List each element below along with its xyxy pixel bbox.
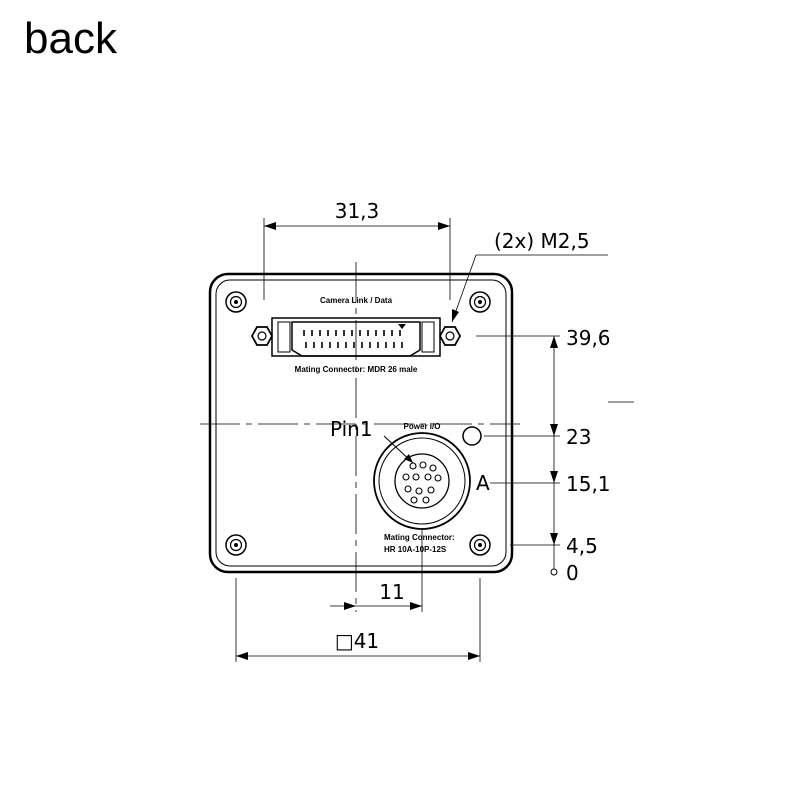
vertical-dimension-chain: [476, 335, 560, 576]
camera-link-label: Camera Link / Data: [320, 296, 393, 305]
dim-15-1-label: 15,1: [566, 472, 611, 496]
dim-4-5-label: 4,5: [566, 534, 598, 558]
corner-screw-bottom-left: [225, 534, 247, 556]
corner-screw-top-left: [225, 291, 247, 313]
camera-body-outer: [208, 272, 514, 574]
dim-11: [330, 530, 423, 612]
dim-0-label: 0: [566, 561, 579, 585]
pin1-label: Pin1: [330, 417, 373, 441]
mating-connector-hr-label-1: Mating Connector:: [384, 533, 455, 542]
camera-link-connector: [271, 317, 441, 357]
jack-screw-right: [438, 326, 462, 346]
corner-screw-bottom-right: [469, 534, 491, 556]
dim-square-41: [235, 578, 481, 662]
page-title: back: [24, 14, 117, 63]
dim-11-label: 11: [379, 580, 404, 604]
dim-39-6-label: 39,6: [566, 326, 611, 350]
jack-screw-left: [250, 326, 274, 346]
mating-connector-hr-label-2: HR 10A-10P-12S: [384, 545, 447, 554]
dim-31-3: [263, 218, 451, 300]
camera-body-inner: [215, 279, 507, 567]
status-led: [462, 426, 482, 446]
pin-a-label: A: [476, 471, 490, 495]
thread-callout-leader: [451, 254, 608, 323]
dim-31-3-label: 31,3: [335, 199, 380, 223]
mating-connector-mdr-label: Mating Connector: MDR 26 male: [295, 365, 418, 374]
power-io-connector: [373, 432, 471, 530]
thread-callout-label: (2x) M2,5: [494, 229, 590, 253]
power-io-label: Power I/O: [404, 422, 441, 431]
pin1-arrowhead: [404, 454, 413, 463]
dim-23-label: 23: [566, 425, 591, 449]
dim-square-41-label: □41: [335, 629, 379, 653]
corner-screw-top-right: [469, 291, 491, 313]
